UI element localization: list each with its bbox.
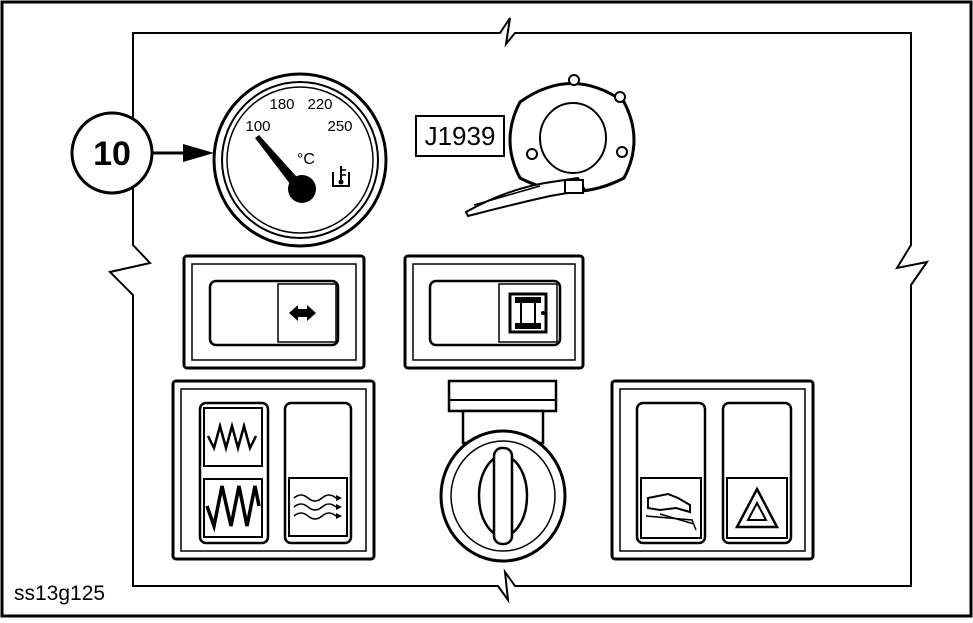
callout-number: 10 bbox=[93, 135, 131, 173]
screw-icon bbox=[616, 146, 628, 158]
gauge-unit: °C bbox=[297, 151, 315, 168]
heater-coil-small-icon bbox=[206, 421, 258, 453]
rocker-switch-2[interactable] bbox=[403, 254, 585, 370]
panel-outline bbox=[108, 17, 930, 604]
gauge-tick-label: 220 bbox=[307, 96, 332, 113]
screw-icon bbox=[526, 148, 538, 160]
temperature-gauge: 100 180 220 250 °C bbox=[212, 72, 388, 248]
j1939-connector bbox=[464, 74, 636, 218]
heater-coil-small-icon-box bbox=[203, 407, 263, 467]
gauge-needle-hub bbox=[288, 175, 316, 203]
heater-coil-large-icon bbox=[205, 485, 261, 533]
coolant-temperature-icon bbox=[332, 166, 350, 187]
gauge-tick-label: 180 bbox=[269, 96, 294, 113]
j1939-label: J1939 bbox=[415, 115, 505, 157]
callout-arrow-head bbox=[183, 144, 214, 162]
j1939-label-text: J1939 bbox=[425, 121, 496, 151]
screw-icon bbox=[568, 74, 580, 86]
gauge-rim bbox=[221, 81, 379, 239]
hazard-switch-panel bbox=[610, 379, 815, 561]
j1939-label-box bbox=[415, 115, 505, 157]
key-blade bbox=[492, 446, 514, 546]
heat-waves-icon bbox=[293, 494, 342, 520]
hazard-triangle-icon bbox=[734, 486, 780, 529]
gauge-tick-label: 100 bbox=[245, 118, 270, 135]
rocker-switch-1[interactable] bbox=[182, 254, 366, 370]
key-cover bbox=[447, 379, 558, 413]
callout-circle bbox=[70, 111, 154, 195]
figure-id: ss13g125 bbox=[14, 582, 106, 605]
connector-cable bbox=[464, 176, 587, 218]
screw-icon bbox=[614, 91, 626, 103]
ignition-key-switch[interactable] bbox=[439, 379, 567, 563]
gauge-needle bbox=[255, 135, 305, 193]
connector-clip bbox=[564, 179, 584, 194]
gauge-face bbox=[226, 86, 374, 234]
connector-socket bbox=[539, 102, 607, 174]
bracket-symbol-icon bbox=[508, 292, 548, 334]
callout: 10 bbox=[70, 111, 214, 195]
heater-switch-panel bbox=[171, 379, 376, 561]
tool-icon bbox=[645, 492, 697, 531]
left-right-arrows-icon bbox=[289, 305, 316, 321]
gauge-tick-label: 250 bbox=[327, 118, 352, 135]
